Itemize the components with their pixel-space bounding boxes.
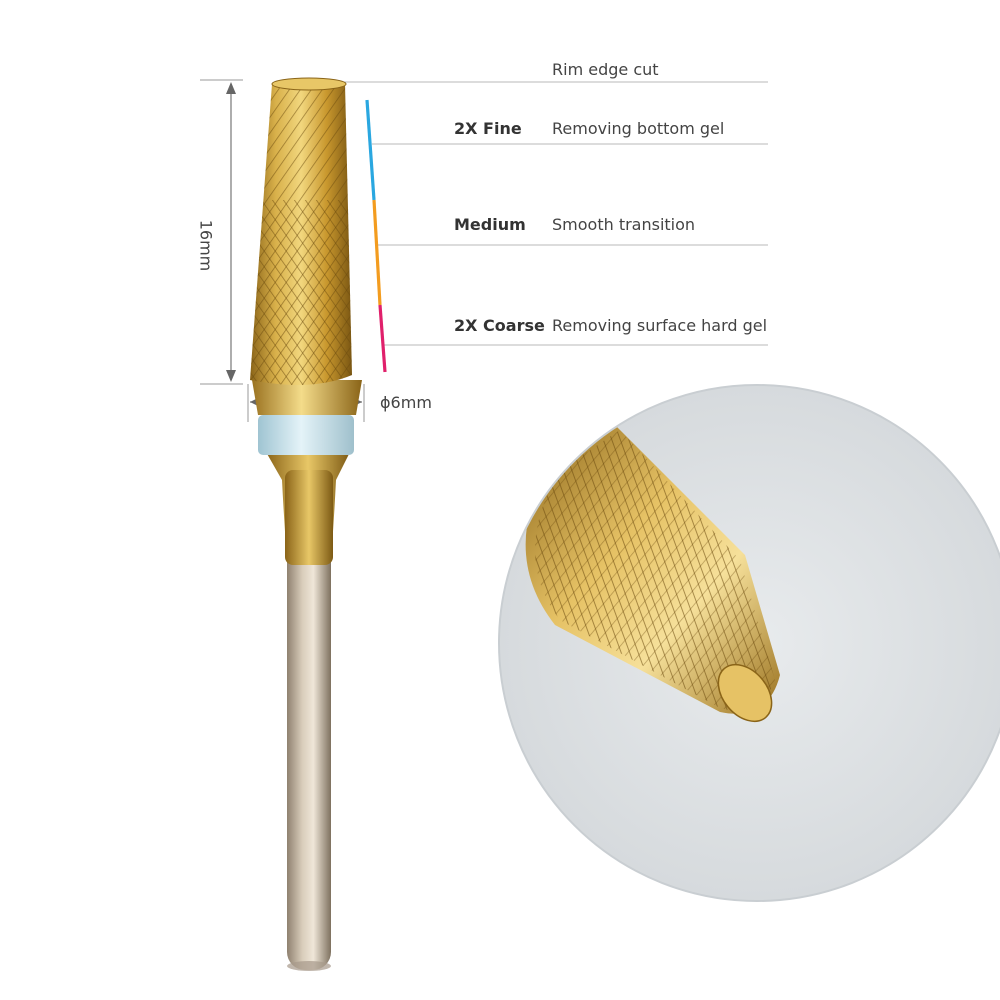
annotation-medium-description: Smooth transition [552,215,696,234]
bit-collar [252,380,362,415]
arrow-up-icon [226,82,236,94]
grit-color-bar [365,99,387,373]
annotation-coarse-grade: 2X Coarse [454,316,545,335]
length-label: 16mm [196,219,216,272]
annotation-medium-grade: Medium [454,215,526,234]
leader-lines [340,81,768,346]
diameter-label: ϕ6mm [380,393,432,412]
length-dimension [200,79,243,385]
grit-bar-coarse [378,304,387,373]
bit-ring [258,415,354,455]
annotation-fine-description: Removing bottom gel [552,119,725,138]
zoom-bit-tip [717,663,773,723]
grit-bar-fine [365,99,376,201]
drill-bit [250,77,362,971]
annotation-fine-grade: 2X Fine [454,119,522,138]
arrow-down-icon [226,370,236,382]
grit-bar-medium [372,199,382,306]
bit-shank [287,470,331,970]
annotation-rim-description: Rim edge cut [552,60,659,79]
zoom-callout [498,384,1000,902]
annotation-coarse-description: Removing surface hard gel [552,316,768,335]
